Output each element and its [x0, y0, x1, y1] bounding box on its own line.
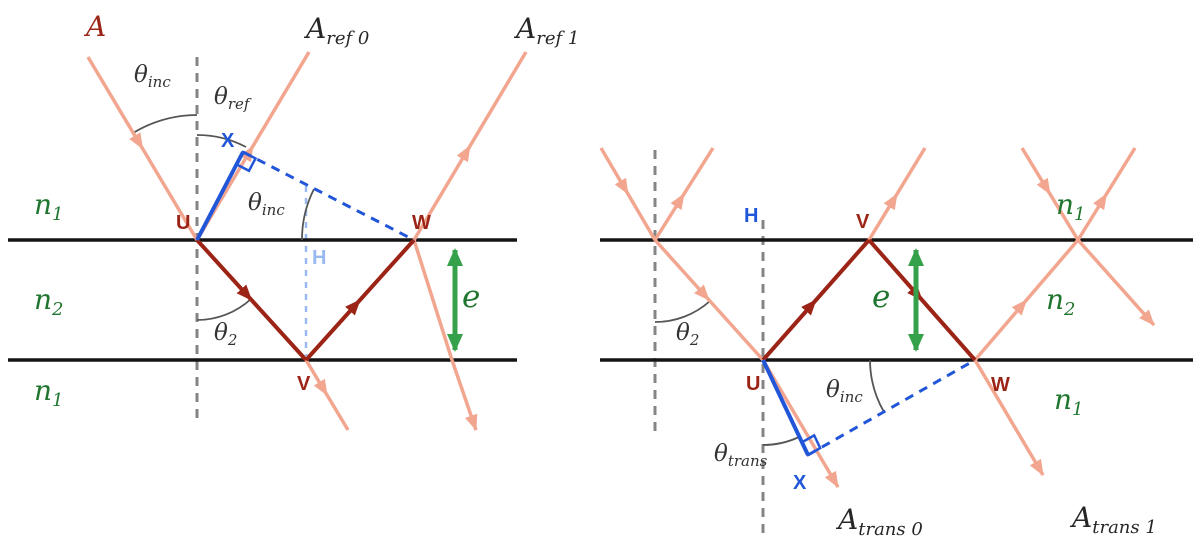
right-wavefront-dashed-x-w	[807, 358, 976, 457]
label-point-h-right: H	[744, 205, 758, 227]
left-wavefront-segment-u-x	[195, 151, 245, 241]
label-point-u-right: U	[746, 373, 760, 395]
label-n1-top-left: n1	[34, 188, 64, 225]
right-theta-trans-arc	[762, 436, 800, 446]
left-theta-inc-arc	[132, 114, 198, 134]
label-incident-a: A	[83, 10, 106, 43]
label-point-x-left: X	[221, 130, 235, 152]
label-a-ref-1: Aref 1	[513, 12, 579, 49]
left-right-angle-marker	[234, 150, 258, 173]
left-reflected-ray-0	[195, 51, 311, 241]
label-thickness-e-right: e	[872, 279, 890, 315]
label-theta-trans: θtrans	[714, 441, 768, 470]
left-transmitted-ray-at-v	[304, 359, 350, 431]
left-film-ray-v-w	[304, 238, 416, 362]
label-theta-inc-top: θinc	[134, 62, 171, 91]
left-wavefront-dashed-x-w	[242, 150, 415, 242]
label-point-v-right: V	[856, 211, 870, 233]
label-theta-inc-right: θinc	[826, 377, 863, 406]
label-point-u-left: U	[176, 212, 190, 234]
label-theta-2-right: θ2	[676, 320, 699, 349]
left-theta-inc-inner-arc	[301, 188, 315, 241]
right-reflected-stub-ray	[653, 147, 715, 241]
right-film-ray-u-v	[761, 238, 871, 362]
right-refracted-ray-2	[1076, 238, 1156, 327]
right-transmitted-ray-0	[761, 359, 840, 488]
label-point-w-left: W	[412, 212, 431, 234]
label-n1-top-right: n1	[1056, 188, 1086, 225]
label-n1-bottom-left: n1	[34, 374, 64, 411]
left-diagram: A Aref 0 Aref 1 θinc θref θinc θ2 n1 n2 …	[8, 10, 579, 431]
label-n2-left: n2	[34, 283, 64, 320]
label-n1-bottom-right: n1	[1054, 383, 1084, 420]
label-point-x-right: X	[793, 472, 807, 494]
label-n2-right: n2	[1046, 283, 1076, 320]
right-diagram: θ2 θtrans θinc n1 n2 n1 e Atrans 0 Atran…	[599, 147, 1193, 540]
label-a-trans-1: Atrans 1	[1069, 501, 1157, 538]
label-a-trans-0: Atrans 0	[835, 503, 923, 540]
label-point-h-left: H	[312, 247, 326, 269]
right-incident-ray-2	[1020, 147, 1080, 241]
right-film-ray-w-to-top	[973, 238, 1080, 362]
left-internal-down-ray	[412, 239, 454, 361]
right-right-angle-marker	[800, 433, 822, 457]
label-theta-2-left: θ2	[214, 320, 237, 349]
label-theta-inc-inner: θinc	[248, 190, 285, 219]
right-transmitted-up-ray-at-v	[867, 147, 927, 241]
right-refracted-into-film-ray	[653, 238, 765, 362]
label-point-v-left: V	[297, 373, 311, 395]
right-wavefront-segment-u-x	[761, 359, 810, 456]
label-a-ref-0: Aref 0	[303, 12, 369, 49]
right-incident-ray-1	[599, 147, 657, 241]
right-theta-2-arc	[654, 300, 711, 323]
left-incident-ray	[86, 56, 199, 241]
label-thickness-e-left: e	[462, 279, 480, 315]
right-theta-inc-arc	[869, 359, 885, 413]
left-film-ray-u-v	[195, 238, 308, 362]
right-reflected-up-ray-2	[1076, 147, 1137, 241]
label-theta-ref: θref	[214, 84, 252, 113]
left-reflected-ray-1	[412, 51, 528, 241]
right-transmitted-ray-1	[973, 359, 1045, 476]
left-transmitted-down-ray	[450, 359, 478, 431]
left-theta-2-arc	[196, 298, 252, 321]
label-point-w-right: W	[991, 374, 1010, 396]
